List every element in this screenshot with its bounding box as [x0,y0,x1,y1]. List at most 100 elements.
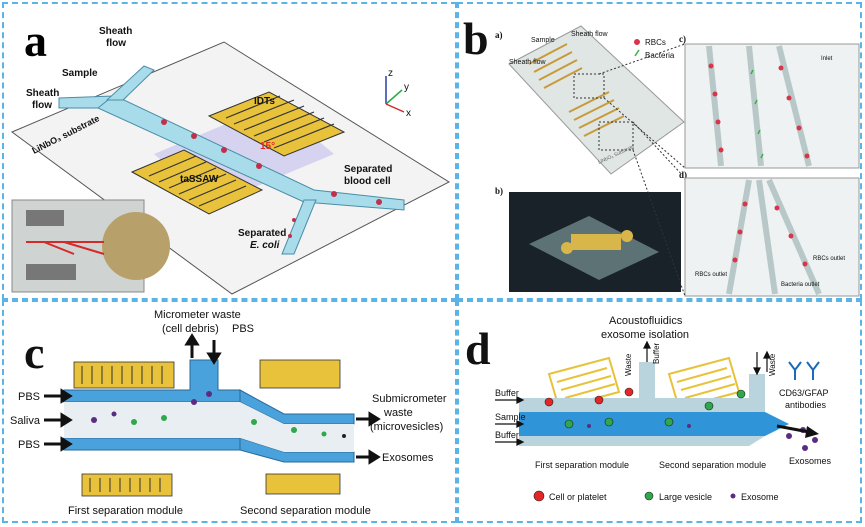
label-submicrometer-2: waste [383,407,413,419]
particles [161,119,382,238]
sub-label-c: c) [679,34,686,44]
sub-label-b: b) [495,186,503,196]
label-exosomes-c: Exosomes [382,452,434,464]
label-pbs-top: PBS [232,323,254,335]
zoom-c-rbcs [708,63,810,159]
label-d-waste-1: Waste [624,353,633,376]
label-b-sample: Sample [531,37,555,44]
idt-top [207,91,346,157]
axis-y: y [404,82,409,93]
label-d-second-module: Second separation module [659,460,766,470]
legend-exosome-dot [730,493,736,499]
label-d-buffer-1: Buffer [495,388,519,398]
connector-d-1 [632,121,686,179]
panel-a-diagram: z y x a Sheath flow Sample Sheath flow L… [10,15,451,295]
label-d-waste-2: Waste [768,353,777,376]
zoom-box-lower [598,121,634,151]
legend-bacteria-mark [634,49,640,57]
d-exosome-out-head [805,426,819,438]
label-d-first-module: First separation module [535,460,629,470]
inset-photo [11,199,170,293]
zoom-c-bacteria [750,69,764,159]
panel-label-c: c [24,327,44,378]
label-pbs-left-1: PBS [18,391,40,403]
d-particles [544,387,818,451]
label-micrometer-waste-1: Micrometer waste [154,309,241,321]
label-sheath-flow-left-1: Sheath [26,88,59,99]
c-idts [73,359,341,497]
label-sheath-flow-top-1: Sheath [99,26,132,37]
connector-c-1 [598,43,686,75]
label-d-title-1: Acoustofluidics [609,315,683,327]
label-submicrometer-3: (microvesicles) [370,421,443,433]
zoom-box-upper [573,73,605,99]
label-separated-blood-cell-2: blood cell [344,176,391,187]
panel-b: b a) Sample Sheath flow Sheath flow LiNb… [457,2,862,300]
legend-rbcs: RBCs [645,38,666,47]
label-micrometer-waste-2: (cell debris) [162,323,219,335]
legend-bacteria: Bacteria [645,51,675,60]
connector-d-2 [632,149,686,297]
panel-c-diagram: c [10,309,447,517]
panel-label-b: b [463,13,489,64]
d-lower-channel [519,436,765,446]
c-channels [63,359,355,463]
label-sheath-flow-top-2: flow [106,38,126,49]
label-separated-ecoli-1: Separated [238,228,286,239]
label-rbcs-outlet-left: RBCs outlet [695,272,727,278]
zoom-d-channels [726,178,822,296]
legend-exosome: Exosome [741,492,779,502]
label-sample: Sample [62,68,98,79]
legend-vesicle: Large vesicle [659,492,712,502]
label-pbs-left-2: PBS [18,439,40,451]
connector-c-2 [603,97,686,169]
c-idt-fingers [81,366,163,492]
c-main-channel [64,402,354,452]
label-first-module-c: First separation module [68,505,183,517]
chip-substrate [508,25,685,175]
panel-label-d: d [465,323,491,374]
label-sheath-flow-left-2: flow [32,100,52,111]
label-b-sheath-top: Sheath flow [571,31,609,38]
panel-label-a: a [24,15,47,66]
label-d-title-2: exosome isolation [601,329,689,341]
label-antibodies-1: CD63/GFAP [779,388,829,398]
panel-d-diagram: d Acoustofluidics exosome isolation [465,315,832,502]
label-separated-ecoli-2: E. coli [250,240,280,251]
label-d-buffer-2: Buffer [495,430,519,440]
d-arrows [495,340,771,446]
c-particles [91,391,346,438]
label-second-module-c: Second separation module [240,505,371,517]
label-antibodies-2: antibodies [785,400,827,410]
d-upper-channel [519,362,765,412]
label-submicrometer-1: Submicrometer [372,393,447,405]
panel-a: z y x a Sheath flow Sample Sheath flow L… [2,2,457,300]
label-saliva: Saliva [10,415,41,427]
label-inlet: Inlet [821,56,833,62]
sub-label-d: d) [679,170,687,180]
label-b-sheath-left: Sheath flow [509,59,547,66]
label-bacteria-outlet: Bacteria outlet [781,282,820,288]
label-rbcs-outlet-right: RBCs outlet [813,256,845,262]
idt-bottom [130,149,264,215]
axis-triad [385,76,405,113]
panel-b-diagram: b a) Sample Sheath flow Sheath flow LiNb… [463,13,860,297]
panel-d: d Acoustofluidics exosome isolation [457,300,862,523]
label-separated-blood-cell-1: Separated [344,164,392,175]
zoom-d-rbcs [732,201,808,267]
axis-z: z [388,68,393,79]
axis-x: x [406,108,411,119]
label-d-buffer-top: Buffer [652,342,661,364]
chip-electrodes [528,43,625,137]
legend-cell: Cell or platelet [549,492,607,502]
antibody-icon [788,361,820,380]
channel-network [58,65,405,255]
label-idts: IDTs [254,96,275,107]
legend-vesicle-dot [644,491,654,501]
label-tassaw: taSSAW [180,174,219,185]
legend-cell-dot [533,490,545,502]
label-d-exosomes: Exosomes [789,456,832,466]
legend-rbc-dot [634,39,640,45]
panel-c: c [2,300,457,523]
d-main-channel [519,412,789,436]
